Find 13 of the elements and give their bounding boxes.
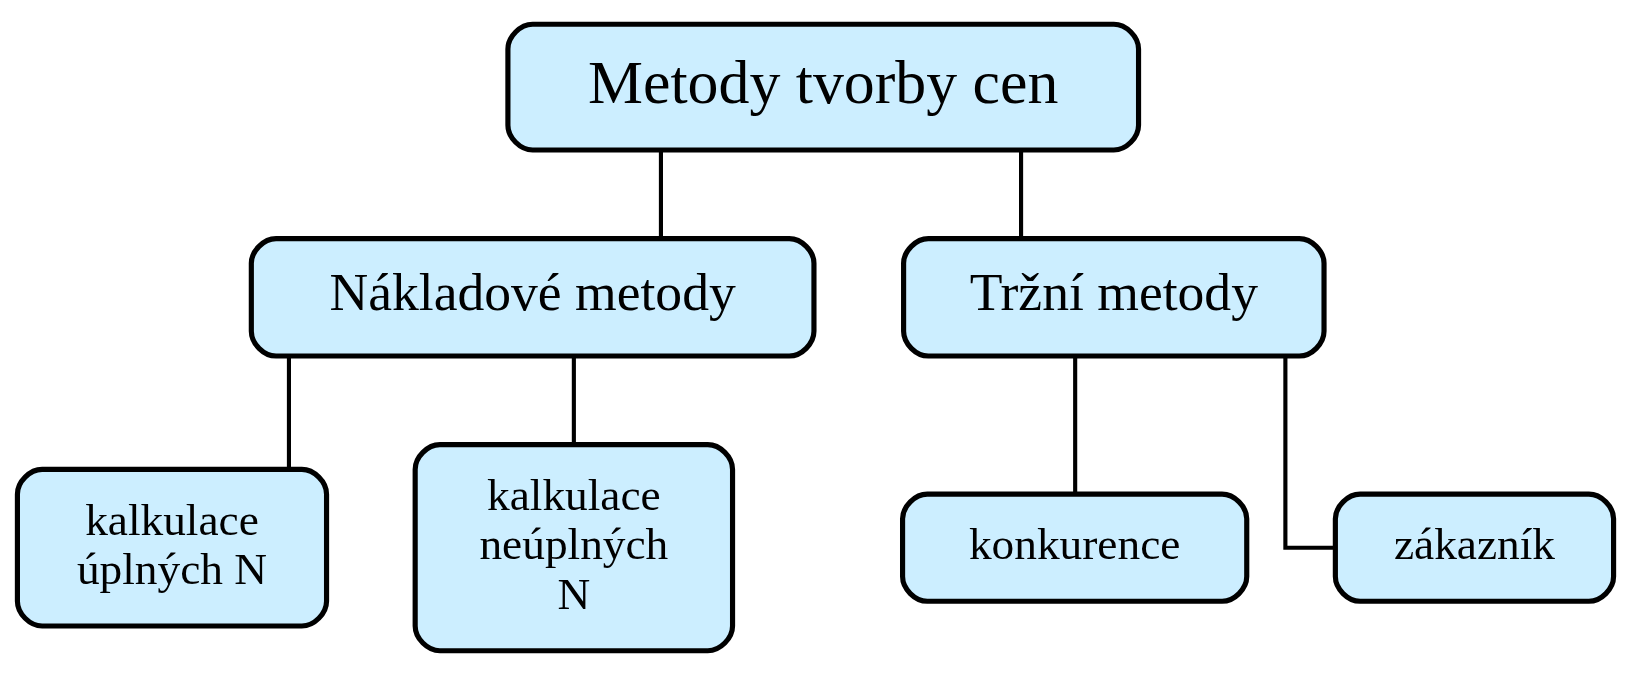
connector xyxy=(658,150,663,238)
node-box: zákazník xyxy=(1332,491,1617,604)
connector xyxy=(1283,356,1336,550)
node-box: kalkulace neúplných N xyxy=(412,442,736,654)
connector xyxy=(286,356,291,469)
node-box: konkurence xyxy=(900,491,1250,604)
node-box: Metody tvorby cen xyxy=(505,21,1142,153)
connector xyxy=(1019,150,1024,238)
node-box: kalkulace úplných N xyxy=(14,466,330,629)
connector xyxy=(571,356,576,444)
node-box: Tržní metody xyxy=(901,236,1327,359)
node-box: Nákladové metody xyxy=(248,236,817,359)
connector xyxy=(1073,356,1078,494)
